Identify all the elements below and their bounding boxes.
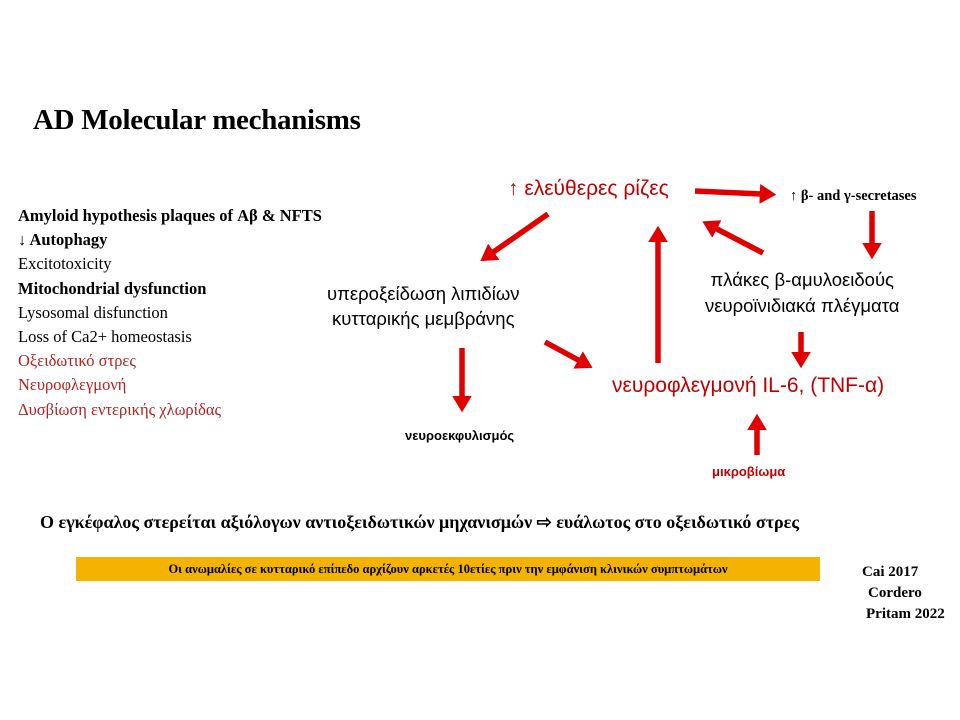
mechanism-item: Amyloid hypothesis plaques of Αβ & NFTS	[18, 206, 322, 225]
plaques-line-2: νευροϊνιδιακά πλέγματα	[705, 295, 900, 316]
mechanism-item: Excitotoxicity	[18, 254, 112, 274]
lipid-line-2: κυτταρικής μεμβράνης	[331, 308, 515, 329]
arrow-radicals-to-secretases	[694, 184, 777, 204]
reference-item: Cai 2017	[862, 564, 919, 580]
arrow-plaques-to-radicals	[702, 220, 765, 256]
mechanism-list: Amyloid hypothesis plaques of Αβ & NFTS …	[18, 204, 322, 422]
mechanism-item: Νευροφλεγμονή	[18, 375, 127, 395]
mechanism-item: Mitochondrial dysfunction	[18, 278, 207, 298]
lipid-line-1: υπεροξείδωση λιπιδίων	[327, 283, 520, 304]
highlight-banner: Οι ανωμαλίες σε κυτταρικό επίπεδο αρχίζο…	[76, 557, 820, 581]
references: Cai 2017 Cordero Pritam 2022	[862, 562, 945, 625]
mechanism-item: Δυσβίωση εντερικής χλωρίδας	[18, 399, 222, 419]
free-radicals-node: ↑ ελεύθερες ρίζες	[508, 177, 669, 200]
summary-statement: Ο εγκέφαλος στερείται αξιόλογων αντιοξει…	[40, 512, 799, 532]
arrow-lipid-to-inflammation	[543, 339, 593, 369]
secretases-node: ↑ β- and γ-secretases	[790, 188, 917, 204]
lipid-peroxidation-node: υπεροξείδωση λιπιδίων κυτταρικής μεμβράν…	[327, 281, 520, 331]
mechanism-item: Οξειδωτικό στρες	[18, 351, 136, 371]
microbiome-node: μικροβίωμα	[712, 464, 786, 479]
neuroinflammation-node: νευροφλεγμονή IL-6, (TNF-α)	[612, 374, 885, 397]
slide-title: AD Molecular mechanisms	[33, 104, 361, 136]
plaques-line-1: πλάκες β-αμυλοειδούς	[710, 269, 894, 290]
reference-item: Cordero	[868, 585, 922, 601]
mechanism-item: Loss of Ca2+ homeostasis	[18, 327, 192, 347]
mechanism-item: Lysosomal disfunction	[18, 302, 168, 322]
mechanism-item: ↓ Autophagy	[18, 230, 108, 250]
arrow-radicals-to-lipid	[480, 211, 550, 262]
reference-item: Pritam 2022	[866, 606, 945, 622]
neurodegeneration-node: νευροεκφυλισμός	[405, 428, 515, 443]
plaques-node: πλάκες β-αμυλοειδούς νευροϊνιδιακά πλέγμ…	[705, 267, 899, 319]
